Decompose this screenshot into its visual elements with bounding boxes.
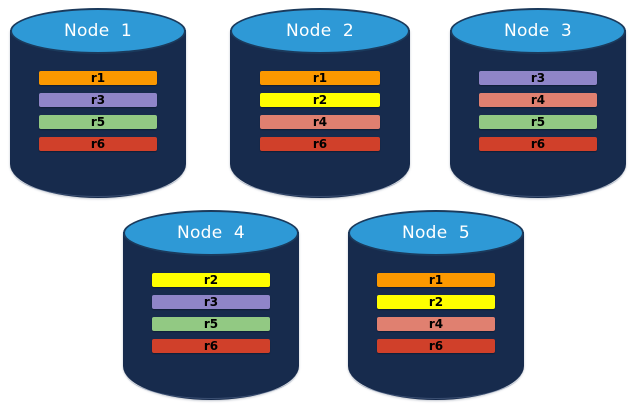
database-node-3[interactable]: Node 3 r3 r4 r5 r6 <box>450 8 626 198</box>
replica-list: r1 r2 r4 r6 <box>230 71 410 151</box>
node-label: Node 2 <box>285 20 355 41</box>
replica-label: r2 <box>428 295 444 309</box>
node-cylinder-top: Node 5 <box>348 210 524 256</box>
replica-label: r3 <box>203 295 219 309</box>
replica-label: r6 <box>90 137 106 151</box>
replica-bar-r6[interactable]: r6 <box>260 137 380 151</box>
replica-label: r3 <box>530 71 546 85</box>
replica-list: r2 r3 r5 r6 <box>123 273 299 353</box>
replica-bar-r3[interactable]: r3 <box>152 295 270 309</box>
replica-label: r3 <box>90 93 106 107</box>
replica-bar-r2[interactable]: r2 <box>260 93 380 107</box>
replica-label: r1 <box>312 71 328 85</box>
replica-bar-r1[interactable]: r1 <box>377 273 495 287</box>
replica-bar-r3[interactable]: r3 <box>479 71 597 85</box>
replica-bar-r4[interactable]: r4 <box>260 115 380 129</box>
replica-label: r6 <box>530 137 546 151</box>
node-cylinder-top: Node 1 <box>10 8 186 54</box>
node-cylinder-body <box>230 30 410 198</box>
replica-bar-r6[interactable]: r6 <box>152 339 270 353</box>
node-cylinder-top: Node 3 <box>450 8 626 54</box>
replica-bar-r4[interactable]: r4 <box>479 93 597 107</box>
replica-bar-r3[interactable]: r3 <box>39 93 157 107</box>
replica-bar-r1[interactable]: r1 <box>260 71 380 85</box>
replica-list: r3 r4 r5 r6 <box>450 71 626 151</box>
replica-label: r6 <box>428 339 444 353</box>
replica-bar-r2[interactable]: r2 <box>152 273 270 287</box>
node-cylinder-body <box>348 232 524 400</box>
node-cylinder-body <box>450 30 626 198</box>
node-cylinder-body <box>10 30 186 198</box>
replica-label: r2 <box>203 273 219 287</box>
replica-bar-r4[interactable]: r4 <box>377 317 495 331</box>
database-node-5[interactable]: Node 5 r1 r2 r4 r6 <box>348 210 524 400</box>
node-label: Node 3 <box>503 20 573 41</box>
database-node-4[interactable]: Node 4 r2 r3 r5 r6 <box>123 210 299 400</box>
replica-label: r6 <box>203 339 219 353</box>
node-label: Node 5 <box>401 222 471 243</box>
replica-bar-r1[interactable]: r1 <box>39 71 157 85</box>
replica-list: r1 r3 r5 r6 <box>10 71 186 151</box>
node-cylinder-top: Node 4 <box>123 210 299 256</box>
replica-label: r4 <box>428 317 444 331</box>
node-cylinder-body <box>123 232 299 400</box>
replica-label: r1 <box>428 273 444 287</box>
node-cylinder-top: Node 2 <box>230 8 410 54</box>
replica-bar-r5[interactable]: r5 <box>39 115 157 129</box>
replica-label: r4 <box>530 93 546 107</box>
database-node-1[interactable]: Node 1 r1 r3 r5 r6 <box>10 8 186 198</box>
replica-label: r6 <box>312 137 328 151</box>
replica-bar-r6[interactable]: r6 <box>39 137 157 151</box>
replica-label: r4 <box>312 115 328 129</box>
replica-bar-r6[interactable]: r6 <box>479 137 597 151</box>
node-label: Node 4 <box>176 222 246 243</box>
replica-label: r1 <box>90 71 106 85</box>
node-label: Node 1 <box>63 20 133 41</box>
replica-label: r5 <box>203 317 219 331</box>
replica-bar-r2[interactable]: r2 <box>377 295 495 309</box>
replica-label: r5 <box>90 115 106 129</box>
replica-label: r2 <box>312 93 328 107</box>
replica-bar-r6[interactable]: r6 <box>377 339 495 353</box>
replica-bar-r5[interactable]: r5 <box>152 317 270 331</box>
replica-list: r1 r2 r4 r6 <box>348 273 524 353</box>
database-node-2[interactable]: Node 2 r1 r2 r4 r6 <box>230 8 410 198</box>
replica-label: r5 <box>530 115 546 129</box>
replica-bar-r5[interactable]: r5 <box>479 115 597 129</box>
